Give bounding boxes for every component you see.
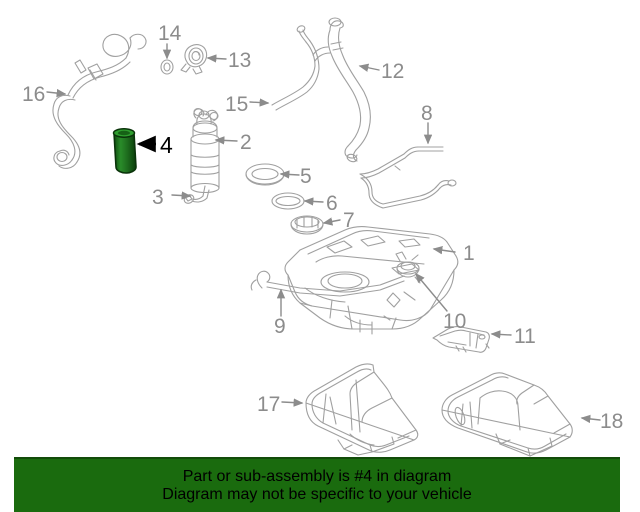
part-6-fuel-pump-gasket — [271, 192, 305, 210]
callout-label-3: 3 — [152, 186, 164, 209]
callout-arrow-7 — [322, 217, 341, 226]
callout-arrow-6 — [303, 197, 324, 206]
part-12-fuel-filler-neck-hose — [312, 17, 371, 163]
part-18-fuel-tank-heat-shield-right — [441, 372, 573, 457]
part-11-fuel-tank-bracket — [432, 326, 490, 353]
part-8-fuel-tank-strap — [359, 146, 457, 209]
part-14-fuel-line-grommet — [160, 59, 174, 75]
callout-label-7: 7 — [343, 209, 355, 232]
part-5-fuel-pump-seal-ring — [245, 163, 285, 186]
callout-label-9: 9 — [274, 315, 286, 338]
callout-arrows — [46, 43, 601, 424]
callout-arrow-10 — [415, 272, 448, 312]
callout-arrow-17 — [281, 398, 304, 407]
callout-label-17: 17 — [257, 393, 280, 416]
callout-arrow-5 — [279, 170, 300, 179]
part-17-fuel-tank-heat-shield-left — [305, 363, 419, 456]
part-notice-banner: Part or sub-assembly is #4 in diagram Di… — [14, 457, 620, 512]
part-16-fuel-supply-line-assembly — [52, 33, 147, 169]
callout-arrow-2 — [214, 136, 238, 145]
callout-arrow-3 — [171, 191, 192, 200]
callout-arrow-16 — [46, 88, 67, 98]
part-9-fuel-tank-vent-tube — [250, 270, 405, 297]
callout-arrow-18 — [580, 414, 601, 424]
callout-label-18: 18 — [600, 410, 623, 433]
callout-label-15: 15 — [225, 93, 248, 116]
callout-label-12: 12 — [381, 60, 404, 83]
notice-line-part-number: Part or sub-assembly is #4 in diagram — [182, 467, 452, 485]
callout-arrow-12 — [358, 63, 380, 72]
callout-label-6: 6 — [326, 192, 338, 215]
part-15-fuel-vent-hose — [271, 25, 320, 111]
callout-arrow-11 — [490, 330, 512, 339]
callout-arrow-15 — [249, 98, 270, 107]
callout-label-16: 16 — [22, 83, 45, 106]
callout-label-2: 2 — [240, 131, 252, 154]
callout-label-5: 5 — [300, 165, 312, 188]
callout-arrow-1 — [432, 246, 456, 255]
callout-label-8: 8 — [421, 102, 433, 125]
part-4-fuel-filter-screen-highlighted — [112, 128, 156, 174]
callout-label-10: 10 — [443, 310, 466, 333]
part-1-fuel-tank — [284, 226, 459, 335]
part-2-fuel-pump-module — [183, 107, 220, 204]
part-13-fuel-hose-clamp — [180, 44, 208, 75]
callout-labels: 1 2 3 5 6 7 8 9 10 11 12 13 14 15 16 17 … — [22, 22, 623, 433]
callout-label-13: 13 — [228, 49, 251, 72]
notice-line-vehicle-disclaimer: Diagram may not be specific to your vehi… — [162, 485, 472, 503]
callout-label-11: 11 — [514, 325, 536, 348]
callout-label-14: 14 — [158, 22, 182, 45]
callout-label-1: 1 — [463, 242, 475, 265]
callout-label-4: 4 — [160, 132, 173, 158]
part-7-fuel-tank-lock-ring — [290, 215, 324, 235]
callout-arrow-13 — [206, 54, 227, 63]
